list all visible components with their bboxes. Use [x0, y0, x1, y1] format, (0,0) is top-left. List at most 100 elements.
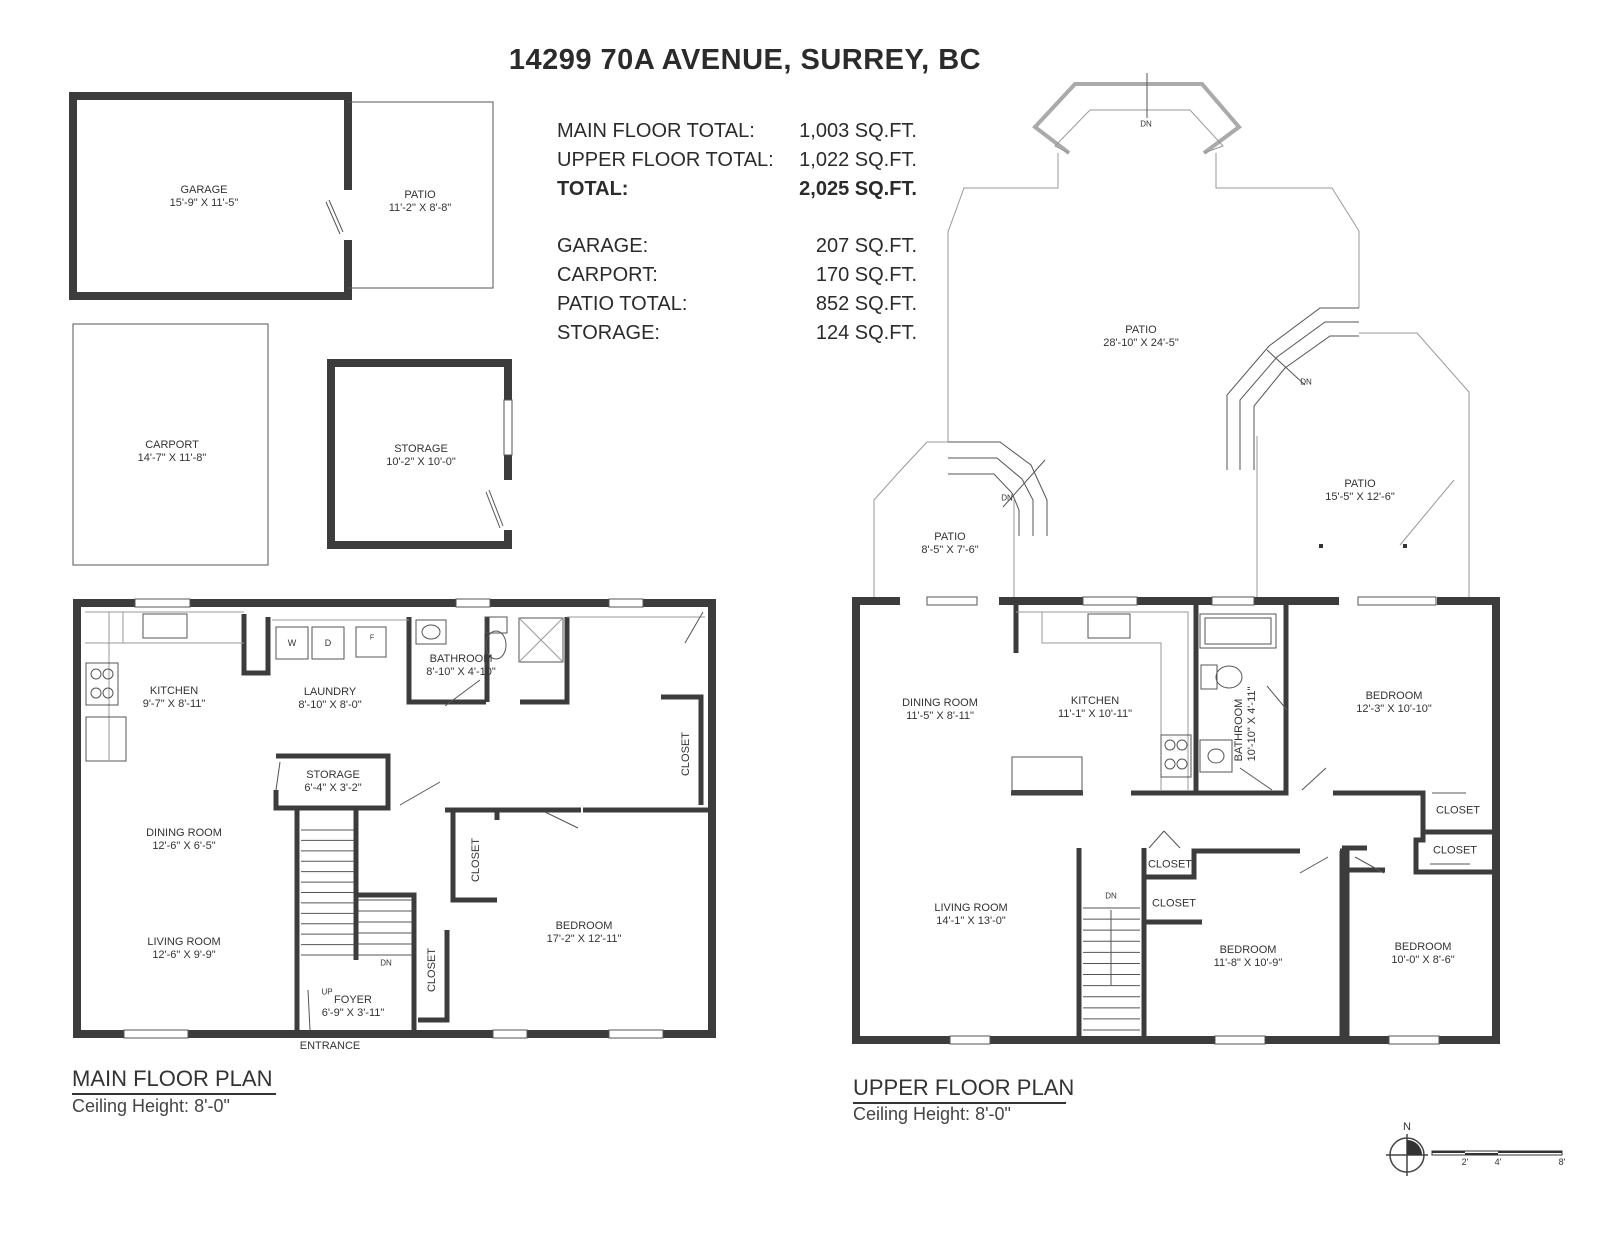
room-name: FOYER [334, 994, 372, 1006]
room-name: PATIO [934, 531, 966, 543]
patio-outline [348, 101, 494, 289]
room-dim: 14'-1" X 13'-0" [936, 915, 1006, 927]
room-name: KITCHEN [1070, 695, 1120, 707]
upper-dn-stair: DN [1105, 891, 1117, 901]
garage-label: GARAGE 15'-9" X 11'-5" [170, 184, 239, 210]
area-row: CARPORT: 170 SQ.FT. [557, 264, 917, 293]
upper-dining-label: DINING ROOM 11'-5" X 8'-11" [902, 697, 978, 723]
upper-bedroom3-label: BEDROOM 10'-0" X 8'-6" [1391, 941, 1454, 967]
upper-closet-4: CLOSET [1151, 897, 1197, 910]
upper-dn-top: DN [1140, 119, 1152, 129]
room-dim: 10'-0" X 8'-6" [1391, 954, 1455, 966]
room-name: DINING ROOM [902, 697, 978, 709]
upper-patio-main-label: PATIO 28'-10" X 24'-5" [1103, 324, 1179, 350]
garage-door [325, 199, 344, 235]
garage-dim: 15'-9" X 11'-5" [169, 197, 239, 209]
carport-dim: 14'-7" X 11'-8" [137, 452, 207, 464]
room-name: LAUNDRY [303, 686, 357, 698]
scale-tick-8: 8' [1558, 1157, 1566, 1167]
area-value: 170 SQ.FT. [815, 264, 917, 286]
main-bathroom-label: BATHROOM 8'-10" X 4'-10" [426, 653, 496, 679]
area-value: 2,025 SQ.FT. [799, 178, 917, 200]
room-name: KITCHEN [149, 685, 199, 697]
room-name: BEDROOM [1219, 944, 1277, 956]
area-row: STORAGE:124 SQ.FT. [557, 322, 917, 351]
room-dim: 12'-6" X 9'-9" [152, 949, 216, 961]
area-row: MAIN FLOOR TOTAL:1,003 SQ.FT. [557, 120, 917, 149]
upper-dn-right: DN [1300, 377, 1312, 387]
north-arrow-graphic [1386, 1134, 1428, 1176]
upper-closet-3: CLOSET [1147, 858, 1193, 871]
carport-name: CARPORT [145, 439, 199, 451]
dryer-mark: D [324, 638, 332, 648]
washer-mark: W [287, 638, 297, 648]
entrance-label: ENTRANCE [299, 1040, 361, 1052]
room-dim: 6'-4" X 3'-2" [304, 782, 362, 794]
main-dining-label: DINING ROOM 12'-6" X 6'-5" [146, 827, 222, 853]
area-row: TOTAL:2,025 SQ.FT. [557, 178, 917, 207]
upper-bedroom2-label: BEDROOM 11'-8" X 10'-9" [1214, 944, 1283, 970]
garage-walls [69, 92, 352, 300]
room-dim: 17'-2" X 12'-11" [546, 933, 622, 945]
main-closet-bedroom: CLOSET [470, 837, 482, 883]
carport-label: CARPORT 14'-7" X 11'-8" [138, 439, 207, 465]
north-label: N [1403, 1121, 1411, 1133]
patio-dim: 11'-2" X 8'-8" [388, 202, 452, 214]
area-value: 1,003 SQ.FT. [799, 120, 917, 142]
upper-patio-left-label: PATIO 8'-5" X 7'-6" [921, 531, 978, 557]
room-dim: 12'-3" X 10'-10" [1356, 703, 1432, 715]
storage-dim: 10'-2" X 10'-0" [386, 456, 456, 468]
upper-kitchen-label: KITCHEN 11'-1" X 10'-11" [1058, 695, 1132, 721]
main-kitchen-label: KITCHEN 9'-7" X 8'-11" [143, 685, 206, 711]
room-name: LIVING ROOM [147, 936, 221, 948]
room-name: PATIO [1125, 324, 1157, 336]
room-dim: 8'-10" X 4'-10" [426, 666, 496, 678]
room-name: BATHROOM [1233, 698, 1245, 762]
area-label: UPPER FLOOR TOTAL: [557, 149, 774, 171]
scale-tick-2: 2' [1461, 1157, 1469, 1167]
area-value: 207 SQ.FT. [815, 235, 917, 257]
upper-living-label: LIVING ROOM 14'-1" X 13'-0" [934, 902, 1007, 928]
room-name: BEDROOM [1365, 690, 1423, 702]
main-foyer-label: FOYER 6'-9" X 3'-11" [322, 994, 385, 1020]
area-row: PATIO TOTAL:852 SQ.FT. [557, 293, 917, 322]
room-name: PATIO [1344, 478, 1376, 490]
main-closet-right: CLOSET [680, 731, 692, 777]
room-name: LIVING ROOM [934, 902, 1008, 914]
stair-up-mark: UP [321, 987, 333, 997]
main-living-label: LIVING ROOM 12'-6" X 9'-9" [147, 936, 220, 962]
room-dim: 8'-10" X 8'-0" [298, 699, 362, 711]
main-floor-walls [73, 599, 716, 1038]
room-name: BEDROOM [1394, 941, 1452, 953]
area-value: 852 SQ.FT. [815, 293, 917, 315]
storage-label: STORAGE 10'-2" X 10'-0" [386, 443, 456, 469]
room-dim: 11'-5" X 8'-11" [906, 710, 974, 722]
room-dim: 12'-6" X 6'-5" [152, 840, 216, 852]
storage-name: STORAGE [394, 443, 448, 455]
room-dim: 6'-9" X 3'-11" [321, 1007, 385, 1019]
upper-floor-walls [852, 597, 1500, 1044]
room-dim: 11'-8" X 10'-9" [1213, 957, 1283, 969]
upper-dn-left: DN [1001, 493, 1013, 503]
patio-label: PATIO 11'-2" X 8'-8" [389, 189, 452, 215]
main-bedroom-label: BEDROOM 17'-2" X 12'-11" [547, 920, 622, 946]
area-label: STORAGE: [557, 322, 660, 344]
room-dim: 11'-1" X 10'-11" [1058, 708, 1132, 720]
stair-down-mark: DN [380, 958, 392, 968]
upper-plan-rule [853, 1102, 1066, 1104]
room-dim: 15'-5" X 12'-6" [1325, 491, 1395, 503]
upper-floor-fixtures [926, 544, 1470, 1045]
room-name: STORAGE [306, 769, 360, 781]
upper-closet-2: CLOSET [1432, 844, 1478, 857]
main-floor-fixtures [85, 598, 705, 1039]
area-summary: MAIN FLOOR TOTAL:1,003 SQ.FT.UPPER FLOOR… [557, 120, 917, 351]
room-dim: 9'-7" X 8'-11" [142, 698, 206, 710]
room-name: DINING ROOM [146, 827, 222, 839]
upper-patio-right-label: PATIO 15'-5" X 12'-6" [1325, 478, 1395, 504]
area-label: CARPORT: [557, 264, 658, 286]
fridge-mark: F [369, 634, 375, 642]
storage-walls [327, 359, 513, 549]
upper-bathroom-label: BATHROOM 10'-10" X 4'-11" [1233, 687, 1259, 762]
upper-bedroom1-label: BEDROOM 12'-3" X 10'-10" [1356, 690, 1432, 716]
main-plan-title: MAIN FLOOR PLAN [72, 1066, 273, 1091]
